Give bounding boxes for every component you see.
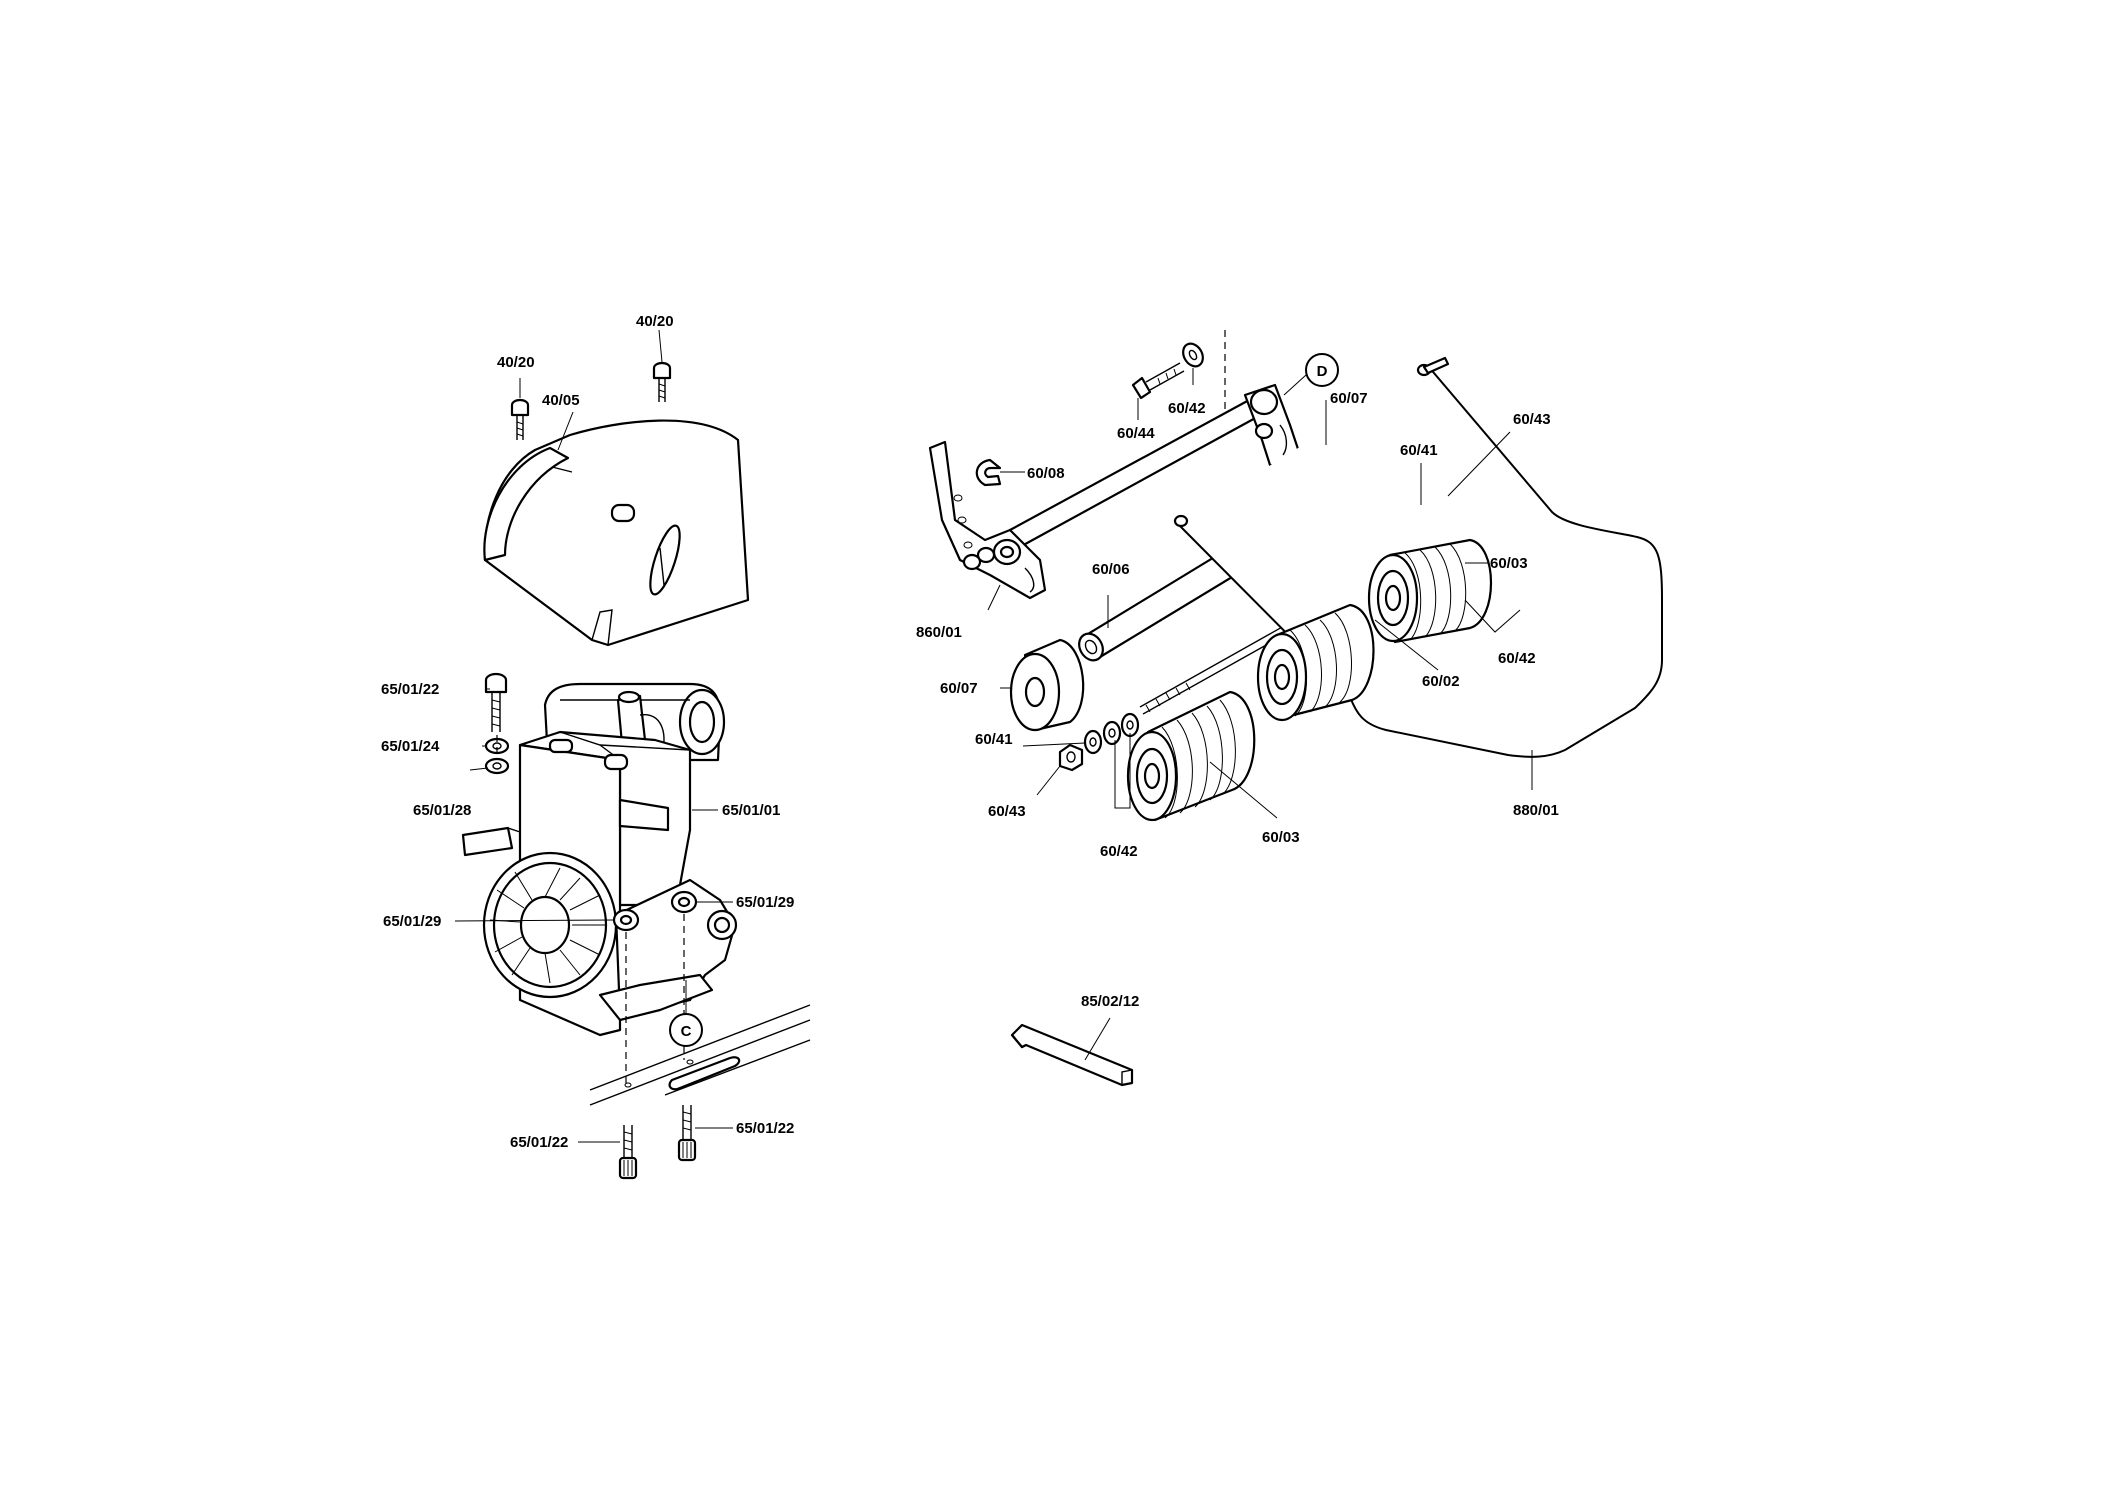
marker-c: C: [669, 1013, 703, 1047]
label-65-01-29-right: 65/01/29: [736, 894, 794, 911]
label-65-01-22-bottom-right: 65/01/22: [736, 1120, 794, 1137]
bolt-65-01-22-bottom-left: [618, 1125, 638, 1180]
marker-d: D: [1305, 353, 1339, 387]
clip-60-08: [975, 458, 1002, 487]
label-65-01-01: 65/01/01: [722, 802, 780, 819]
bolt-40-20-right: [652, 361, 672, 402]
label-60-07-left: 60/07: [940, 680, 978, 697]
label-60-07-top: 60/07: [1330, 390, 1368, 407]
washer-60-41-left: [1083, 729, 1103, 755]
label-60-41-top: 60/41: [1400, 442, 1438, 459]
hex-key-85-02-12: [1010, 1023, 1134, 1087]
wheel-60-07-left: [1009, 638, 1085, 732]
bolt-65-01-22-top: [484, 672, 508, 732]
leader-lines: [454, 329, 1533, 1143]
washer-60-42-top: [1182, 342, 1204, 368]
roller-60-03-top: [1367, 538, 1493, 644]
label-60-03-bottom: 60/03: [1262, 829, 1300, 846]
label-860-01: 860/01: [916, 624, 962, 641]
label-60-42-bottom: 60/42: [1100, 843, 1138, 860]
label-880-01: 880/01: [1513, 802, 1559, 819]
label-60-42-top: 60/42: [1168, 400, 1206, 417]
washer-65-01-28: [484, 757, 510, 775]
label-60-41-left: 60/41: [975, 731, 1013, 748]
label-65-01-29-left: 65/01/29: [383, 913, 441, 930]
label-60-02: 60/02: [1422, 673, 1460, 690]
bolt-65-01-22-bottom-right: [677, 1105, 697, 1162]
washers-60-42-left: [1102, 712, 1140, 746]
label-60-44: 60/44: [1117, 425, 1155, 442]
engine-65-01-01: [461, 682, 738, 1037]
svg-text:D: D: [1317, 363, 1328, 380]
label-60-42-right: 60/42: [1498, 650, 1536, 667]
cover-part-40-05: [483, 419, 750, 647]
label-65-01-28: 65/01/28: [413, 802, 471, 819]
label-65-01-24: 65/01/24: [381, 738, 440, 755]
label-60-06: 60/06: [1092, 561, 1130, 578]
label-65-01-22-top: 65/01/22: [381, 681, 439, 698]
label-85-02-12: 85/02/12: [1081, 993, 1139, 1010]
label-60-03-top: 60/03: [1490, 555, 1528, 572]
label-60-08: 60/08: [1027, 465, 1065, 482]
shaft-860-01: [928, 383, 1302, 600]
roller-60-03-bottom: [1126, 690, 1256, 822]
nut-60-43-left: [1058, 743, 1084, 772]
bolt-40-20-left: [510, 398, 530, 440]
mower-deck-frame: [589, 1004, 811, 1106]
label-40-20-right: 40/20: [636, 313, 674, 330]
bolt-60-44: [1131, 362, 1185, 400]
label-60-43-left: 60/43: [988, 803, 1026, 820]
roller-60-03-middle: [1256, 603, 1375, 722]
svg-text:C: C: [681, 1023, 692, 1040]
label-65-01-22-bottom-left: 65/01/22: [510, 1134, 568, 1151]
label-40-20-left: 40/20: [497, 354, 535, 371]
label-60-43-top: 60/43: [1513, 411, 1551, 428]
label-40-05: 40/05: [542, 392, 580, 409]
